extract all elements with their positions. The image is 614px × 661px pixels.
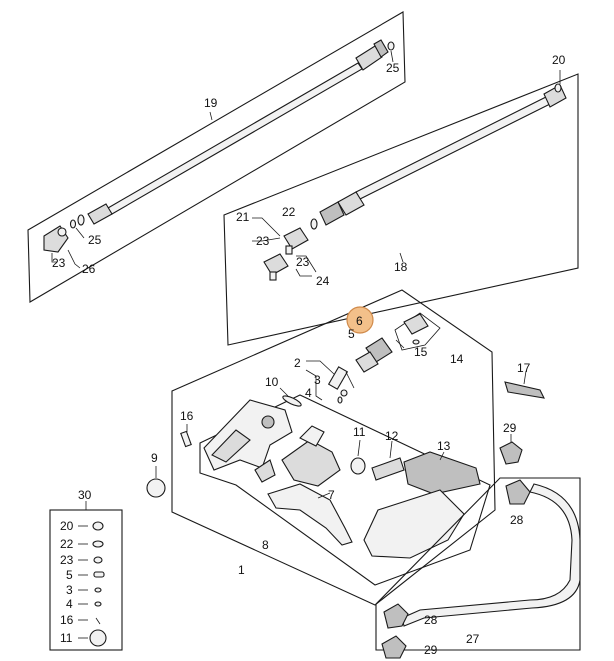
callout-9: 9 (151, 451, 158, 465)
callout-28-lower: 28 (424, 613, 438, 627)
lance-19-nozzle (355, 45, 383, 71)
lance-18-coupling (337, 191, 365, 216)
hose (401, 483, 581, 627)
ring-9 (146, 478, 166, 498)
callout-24: 24 (316, 274, 330, 288)
lance-18-tube (355, 95, 553, 200)
o-ring-11 (350, 457, 366, 475)
lance-18-frame (223, 73, 579, 346)
right-parts-group (375, 370, 581, 659)
callout-6: 6 (356, 314, 363, 328)
callout-labels: 19 25 25 23 26 20 21 22 23 23 24 18 6 5 … (52, 53, 566, 657)
callout-20: 20 (552, 53, 566, 67)
kit-pin-16 (95, 617, 101, 625)
callout-21: 21 (236, 210, 250, 224)
grip-13 (403, 451, 481, 495)
lance-19-frame (27, 11, 406, 303)
callout-5: 5 (348, 327, 355, 341)
callout-29-upper: 29 (503, 421, 517, 435)
kit-label-11: 11 (60, 631, 73, 645)
seal-ring-25b (77, 214, 85, 226)
kit-label-3: 3 (66, 583, 73, 597)
nut-29-lower (381, 635, 407, 659)
highlight-marker (346, 306, 374, 334)
callout-13: 13 (437, 439, 451, 453)
lance-19-tube (107, 62, 363, 215)
trigger-lever (267, 483, 353, 546)
callout-10: 10 (265, 375, 279, 389)
nozzle-24 (263, 253, 289, 276)
main-assembly-frame (171, 289, 496, 606)
callout-23-b: 23 (296, 255, 310, 269)
part-15 (403, 313, 429, 335)
callout-16: 16 (180, 409, 194, 423)
kit-ring-11 (89, 629, 107, 647)
kit-label-5: 5 (66, 568, 73, 582)
callout-1: 1 (238, 563, 245, 577)
callout-23-left: 23 (52, 256, 66, 270)
callout-27: 27 (466, 632, 480, 646)
callout-29-lower: 29 (424, 643, 438, 657)
cover-shell (363, 489, 465, 559)
kit-label-23: 23 (60, 553, 74, 567)
kit-part-5 (93, 571, 105, 578)
kit-part-4 (94, 601, 102, 607)
pipe-12 (371, 457, 405, 481)
callout-25-top: 25 (386, 61, 400, 75)
part-17 (504, 381, 545, 399)
lance-18-group (223, 70, 579, 346)
callout-12: 12 (385, 429, 399, 443)
kit-label-16: 16 (60, 613, 74, 627)
handle-body (203, 399, 293, 471)
kit-ring-20 (92, 521, 104, 531)
nut-29 (499, 441, 523, 465)
callout-17: 17 (517, 361, 531, 375)
callout-28-upper: 28 (510, 513, 524, 527)
callout-8: 8 (262, 538, 269, 552)
kit-part-3 (94, 587, 102, 593)
handle-frame-8 (199, 394, 491, 586)
callout-30: 30 (78, 488, 92, 502)
callout-19: 19 (204, 96, 218, 110)
fitting-28-upper (505, 479, 531, 505)
kit-label-20: 20 (60, 519, 74, 533)
main-assembly-group (171, 289, 496, 606)
pin-16 (180, 430, 192, 448)
kit-label-4: 4 (66, 597, 73, 611)
callout-7: 7 (328, 488, 335, 502)
callout-22: 22 (282, 205, 296, 219)
seal-10 (282, 395, 302, 407)
fitting-28-lower (383, 603, 409, 629)
callout-3: 3 (314, 373, 321, 387)
callout-18: 18 (394, 260, 408, 274)
nozzle-21 (283, 227, 309, 250)
valve-pin (327, 366, 349, 390)
lance-19-group (27, 11, 406, 303)
callout-2: 2 (294, 356, 301, 370)
callout-4: 4 (305, 386, 312, 400)
seal-ring-25a (387, 41, 395, 51)
seal-ring-22 (310, 218, 318, 230)
callout-14: 14 (450, 352, 464, 366)
seal-ring-20 (554, 83, 562, 93)
callout-26: 26 (82, 262, 96, 276)
lance-19-coupling (87, 203, 113, 225)
kit-label-22: 22 (60, 537, 74, 551)
valve-body (281, 439, 341, 487)
callout-11: 11 (353, 425, 366, 439)
kit-30-group (49, 501, 123, 651)
kit-ring-23 (93, 556, 103, 564)
callout-15: 15 (414, 345, 428, 359)
callout-25-bottom: 25 (88, 233, 102, 247)
callout-23-a: 23 (256, 234, 270, 248)
sleeve-5 (355, 351, 379, 373)
kit-ring-22 (92, 540, 104, 548)
